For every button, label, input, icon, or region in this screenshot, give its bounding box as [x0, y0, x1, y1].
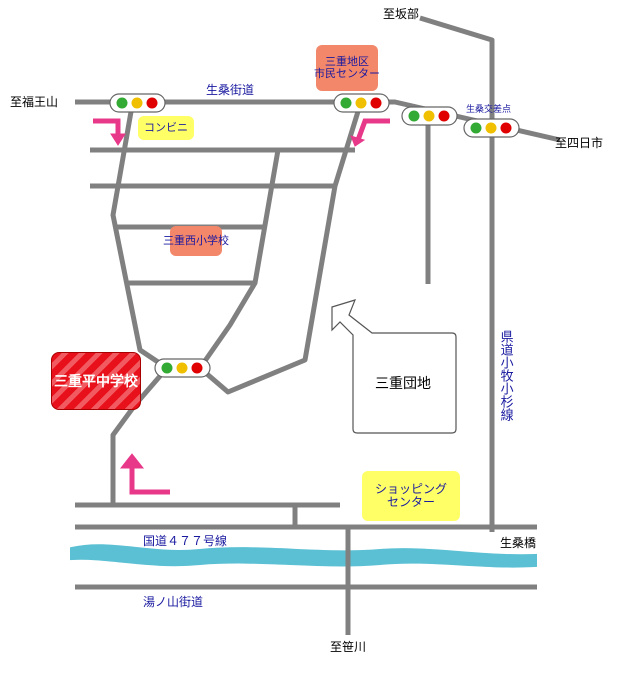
label-kokudo-477: 国道４７７号線: [143, 534, 228, 548]
road-right: [198, 104, 363, 395]
road-left-main: [110, 105, 170, 505]
convenience-store: コンビニ: [138, 116, 194, 140]
danchi-label: 三重団地: [375, 376, 431, 392]
traffic-signal-icon: [109, 93, 166, 113]
traffic-signal-icon: [154, 358, 211, 378]
turn-arrows: [93, 118, 390, 495]
turn-arrow-icon: [355, 118, 390, 141]
label-yunoyama-kaido: 湯ノ山街道: [143, 595, 204, 609]
school-target: 三重平中学校: [51, 352, 141, 410]
label-ikuwa-kaido: 生桑街道: [206, 83, 255, 97]
pointer-arrow-icon: [331, 299, 457, 434]
label-ikuwa-bashi: 生桑橋: [500, 536, 537, 550]
shopping-center: ショッピング センター: [362, 471, 460, 521]
label-to-sakabe: 至坂部: [383, 7, 420, 21]
road-to-sakabe: [419, 15, 495, 532]
turn-arrow-icon: [129, 465, 170, 495]
label-to-fukuouzan: 至福王山: [10, 95, 59, 109]
traffic-signal-icon: [333, 93, 390, 113]
label-to-sasagawa: 至笹川: [330, 640, 367, 654]
turn-arrow-icon: [119, 453, 145, 469]
turn-arrow-icon: [110, 133, 126, 146]
traffic-signal-icon: [463, 118, 520, 138]
road-network: [75, 15, 561, 635]
traffic-signal-icon: [401, 106, 458, 126]
west-elementary-school: 三重西小学校: [163, 226, 229, 256]
turn-arrow-icon: [350, 135, 366, 147]
community-center: 三重地区 市民センター: [314, 45, 380, 91]
label-to-yokkaichi: 至四日市: [555, 136, 604, 150]
label-ikuwa-kosaten: 生桑交差点: [466, 105, 512, 115]
traffic-signals: [109, 93, 520, 378]
label-kendo-komaki-kosugi: 県道小牧小杉線: [497, 330, 513, 421]
turn-arrow-icon: [93, 118, 121, 138]
road-middle: [197, 149, 281, 370]
river: [70, 544, 537, 568]
